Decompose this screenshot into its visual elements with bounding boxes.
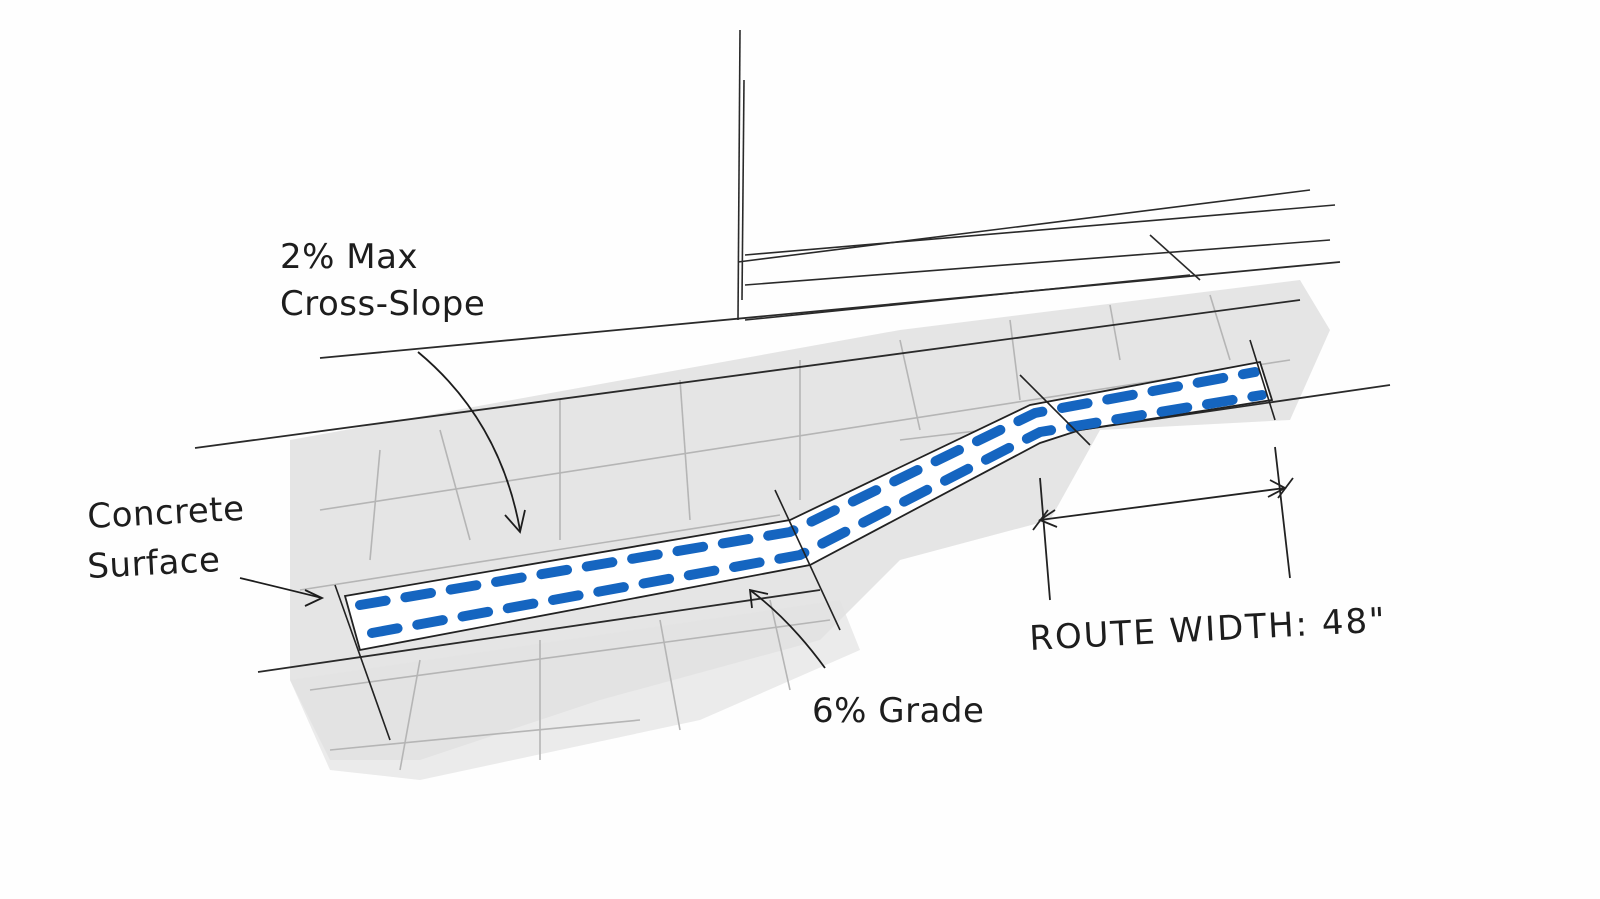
wall-base-line bbox=[737, 189, 1311, 263]
joint-line bbox=[329, 719, 641, 751]
joint-line bbox=[1009, 319, 1021, 401]
joint-line bbox=[399, 659, 421, 771]
route-tick bbox=[1249, 339, 1276, 421]
grade-leader bbox=[749, 589, 826, 669]
route-dash-lower bbox=[367, 390, 1267, 638]
joint-line bbox=[1109, 304, 1121, 361]
accessible-route bbox=[334, 339, 1276, 741]
route-width-dimension bbox=[1032, 446, 1294, 601]
dimension-line bbox=[1039, 487, 1286, 521]
dimension-extension-right bbox=[1274, 446, 1291, 579]
concrete-shade-lower bbox=[290, 600, 860, 780]
joint-line bbox=[299, 514, 781, 591]
cross-slope-leader bbox=[417, 351, 521, 531]
wall-base-line bbox=[744, 239, 1331, 286]
grade-arrowhead bbox=[748, 588, 769, 609]
sidewalk-top-edge-2 bbox=[194, 299, 1301, 449]
joint-line bbox=[769, 599, 791, 691]
concrete-label-line2: Surface bbox=[86, 540, 221, 587]
dimension-slash bbox=[1277, 477, 1294, 499]
joint-line bbox=[369, 449, 381, 561]
concrete-label-line1: Concrete bbox=[86, 489, 245, 537]
paving-joints bbox=[299, 294, 1291, 771]
building-corner-line bbox=[737, 29, 741, 321]
concrete-arrowhead bbox=[304, 589, 325, 607]
building-corner-line bbox=[741, 79, 745, 301]
wall-base-line bbox=[1149, 234, 1201, 281]
cross-slope-label-line1: 2% Max bbox=[280, 237, 418, 277]
cross-slope-arrowhead bbox=[504, 509, 526, 534]
route-dash-upper bbox=[355, 367, 1260, 610]
route-tick bbox=[334, 584, 391, 741]
joint-line bbox=[1209, 294, 1231, 361]
grade-label: 6% Grade bbox=[812, 691, 984, 731]
sidewalk-bottom-edge bbox=[257, 589, 821, 673]
joint-line bbox=[309, 619, 831, 691]
route-width-label: ROUTE WIDTH: 48" bbox=[1028, 600, 1387, 659]
joint-line bbox=[899, 339, 921, 431]
joint-line bbox=[679, 379, 691, 521]
sidewalk-top-edge bbox=[319, 261, 1341, 359]
joint-line bbox=[319, 359, 1291, 511]
building-edge bbox=[737, 29, 1336, 321]
joint-line bbox=[439, 429, 471, 541]
wall-base-line bbox=[744, 204, 1336, 256]
dimension-slash bbox=[1032, 509, 1049, 531]
cross-slope-label-line2: Cross-Slope bbox=[280, 284, 485, 324]
joint-line bbox=[659, 619, 681, 731]
dimension-extension-left bbox=[1039, 477, 1051, 601]
route-tick bbox=[774, 489, 841, 631]
route-tick bbox=[1019, 374, 1091, 446]
concrete-leader bbox=[239, 577, 323, 599]
leader-arrows bbox=[239, 351, 826, 669]
